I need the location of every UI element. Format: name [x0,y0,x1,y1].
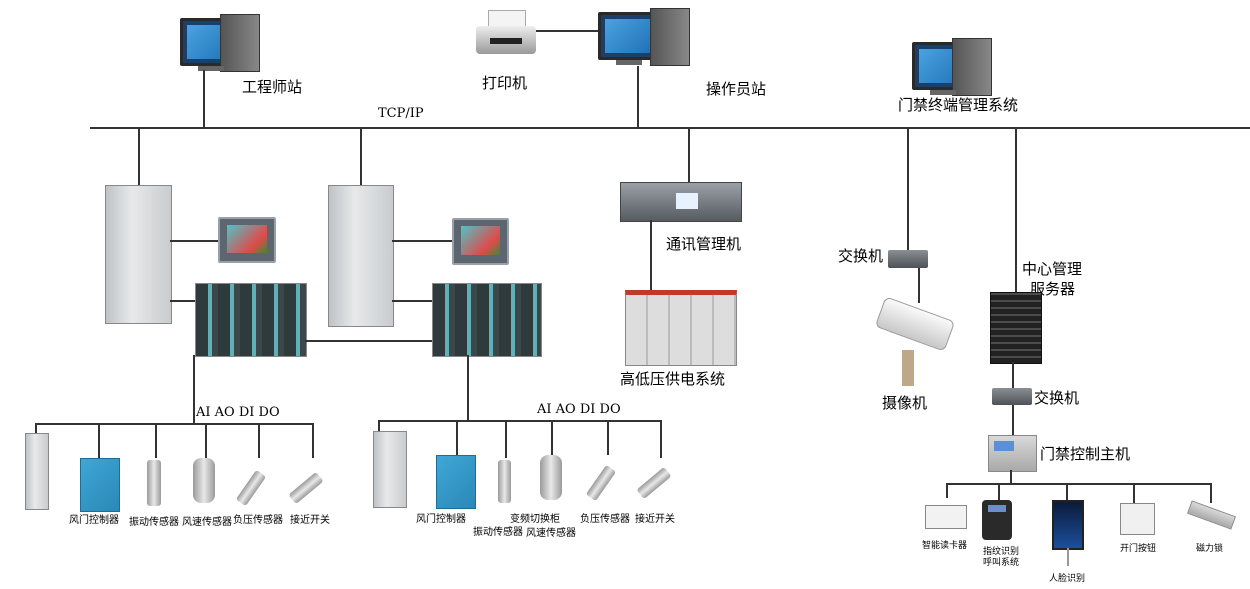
device-label: 磁力锁 [1196,544,1224,554]
printer-label: 打印机 [482,74,528,92]
connector-line [467,355,469,420]
connector-line [138,127,140,185]
vibration-sensor-icon [498,460,511,503]
connector-line [907,127,909,250]
device-label: 呼叫系统 [983,558,1020,568]
camera-label: 摄像机 [882,394,928,412]
control-cabinet-1-icon [105,185,172,324]
device-label: 风门控制器 [416,514,466,525]
connector-line [392,300,432,302]
access-terminal-label: 门禁终端管理系统 [898,96,1019,114]
wind-speed-sensor-icon [193,458,215,503]
hmi-panel-2-icon [452,218,509,265]
comm-manager-icon [620,182,742,222]
device-label: 接近开关 [290,515,330,526]
switchgear-icon [373,431,407,508]
device-label: 接近开关 [635,514,675,525]
server-icon [990,292,1042,364]
server-label-line1: 中心管理 [1022,260,1083,278]
connector-line [1015,127,1017,292]
device-label: 负压传感器 [233,515,283,526]
access-controller-label: 门禁控制主机 [1040,445,1131,463]
connector-line [918,268,920,303]
io-bus-right [378,420,661,422]
device-label: 变频切换柜 [510,514,560,525]
connector-line [650,220,652,290]
wind-speed-sensor-icon [540,455,562,500]
bus-label: TCP/IP [378,106,424,121]
access-bus [946,483,1210,485]
connector-line [637,66,639,127]
connector-line [193,355,195,423]
device-label: 负压传感器 [580,514,630,525]
switch-1-label: 交换机 [838,247,884,265]
connector-line [1012,405,1014,435]
io-label-right: AI AO DI DO [537,402,621,417]
device-label: 指纹识别 [983,547,1020,557]
comm-manager-label: 通讯管理机 [666,235,742,253]
camera-icon [866,296,956,388]
io-bus-left [35,423,313,425]
tcp-ip-bus [90,127,1250,129]
connector-line [1012,362,1014,388]
hmi-panel-1-icon [218,217,276,263]
magnetic-lock-icon [1187,500,1236,530]
device-label: 智能读卡器 [922,541,968,551]
connector-line [688,127,690,182]
fingerprint-reader-icon [982,500,1012,540]
device-label: 振动传感器 [473,527,523,538]
engineer-station-label: 工程师站 [242,78,303,96]
control-cabinet-2-icon [328,185,394,327]
operator-station-computer-icon [598,8,690,70]
negative-pressure-sensor-icon [585,464,617,502]
connector-line [170,240,218,242]
connector-line [203,70,205,127]
switchgear-icon [25,433,49,510]
plc-2-icon [432,283,542,357]
operator-station-label: 操作员站 [706,80,767,98]
connector-line [392,240,452,242]
io-label-left: AI AO DI DO [196,405,280,420]
printer-icon [476,10,536,56]
power-system-label: 高低压供电系统 [620,370,726,388]
connector-line [170,300,195,302]
switch-2-icon [992,388,1032,405]
damper-controller-icon [436,455,476,509]
connector-line [360,127,362,185]
access-controller-icon [988,435,1037,472]
switch-2-label: 交换机 [1034,389,1080,407]
connector-line [305,340,432,342]
proximity-switch-icon [288,471,324,505]
damper-controller-icon [80,458,120,512]
face-recognition-icon [1052,500,1084,550]
device-label: 风速传感器 [526,528,576,539]
device-label: 开门按钮 [1120,544,1157,554]
card-reader-icon [925,505,967,529]
device-label: 风速传感器 [182,517,232,528]
plc-1-icon [195,283,307,357]
engineer-station-computer-icon [180,14,260,74]
negative-pressure-sensor-icon [235,469,267,507]
proximity-switch-icon [636,466,672,500]
device-label: 振动传感器 [129,517,179,528]
exit-button-icon [1120,503,1155,535]
switch-1-icon [888,250,928,268]
power-cabinet-icon [625,290,737,366]
device-label: 风门控制器 [69,515,119,526]
vibration-sensor-icon [147,460,161,506]
connector-line [536,30,598,32]
access-terminal-computer-icon [912,38,992,96]
device-label: 人脸识别 [1049,574,1086,584]
